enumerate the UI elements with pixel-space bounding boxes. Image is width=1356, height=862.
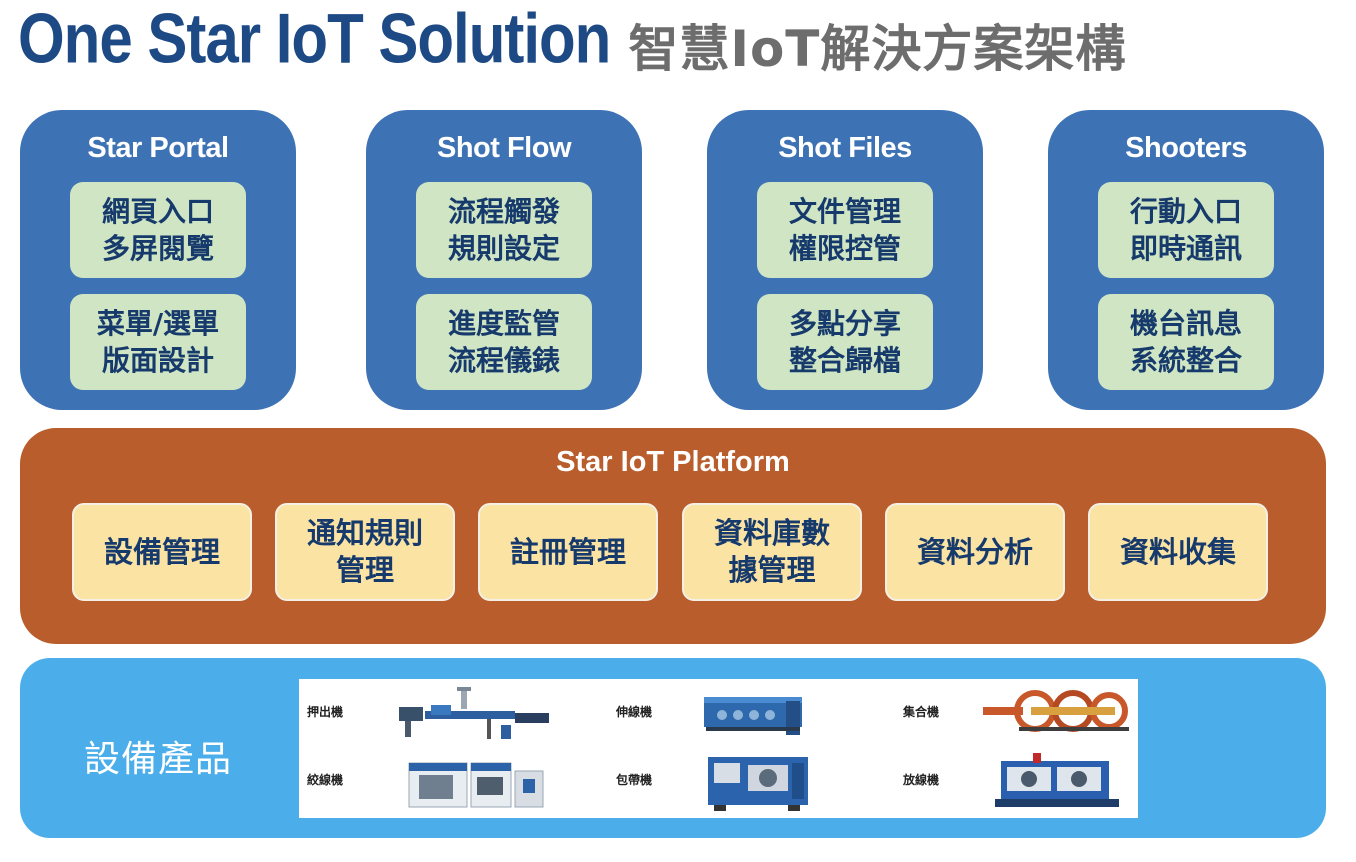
feature-box: 文件管理 權限控管 [757, 182, 933, 278]
machine-label: 放線機 [903, 773, 940, 787]
module-shot-files: Shot Files 文件管理 權限控管 多點分享 整合歸檔 [707, 110, 983, 410]
module-title: Star Portal [87, 132, 229, 164]
module-shooters: Shooters 行動入口 即時通訊 機台訊息 系統整合 [1048, 110, 1324, 410]
products-label: 設備產品 [84, 739, 233, 780]
platform-item: 資料收集 [1088, 503, 1268, 601]
module-title: Shot Flow [436, 132, 572, 164]
page-title: One Star IoT Solution 智慧IoT解決方案架構 [18, 0, 1127, 92]
module-shot-flow: Shot Flow 流程觸發 規則設定 進度監管 流程儀錶 [366, 110, 642, 410]
machine-label: 絞線機 [307, 773, 344, 787]
feature-box: 機台訊息 系統整合 [1098, 294, 1274, 390]
feature-box: 進度監管 流程儀錶 [416, 294, 592, 390]
extruder-machine-icon [399, 687, 549, 739]
module-title: Shooters [1125, 132, 1247, 164]
feature-box: 網頁入口 多屏閱覽 [70, 182, 246, 278]
feature-box: 行動入口 即時通訊 [1098, 182, 1274, 278]
wire-drawing-machine-icon [704, 697, 802, 735]
feature-box: 流程觸發 規則設定 [416, 182, 592, 278]
platform-item: 註冊管理 [478, 503, 658, 601]
platform-title: Star IoT Platform [556, 446, 790, 478]
platform-layer: Star IoT Platform 設備管理 通知規則 管理 註冊管理 資料庫數… [20, 428, 1326, 644]
module-title: Shot Files [778, 132, 912, 164]
platform-item: 資料分析 [885, 503, 1065, 601]
twisting-machine-icon [408, 762, 544, 808]
products-layer: 設備產品 押出機 伸線機 集合機 [20, 658, 1326, 838]
title-main: One Star IoT Solution [18, 0, 611, 78]
pay-off-machine-icon [995, 753, 1119, 807]
feature-box: 菜單/選單 版面設計 [70, 294, 246, 390]
machine-label: 押出機 [307, 705, 344, 719]
machine-label: 集合機 [903, 705, 940, 719]
machine-label: 伸線機 [616, 705, 653, 719]
machine-label: 包帶機 [616, 773, 653, 787]
taping-machine-icon [708, 757, 808, 811]
module-star-portal: Star Portal 網頁入口 多屏閱覽 菜單/選單 版面設計 [20, 110, 296, 410]
feature-box: 多點分享 整合歸檔 [757, 294, 933, 390]
platform-item: 設備管理 [72, 503, 252, 601]
platform-item: 通知規則 管理 [275, 503, 455, 601]
platform-item: 資料庫數 據管理 [682, 503, 862, 601]
machine-panel: 押出機 伸線機 集合機 [299, 679, 1138, 818]
stranding-machine-icon [983, 690, 1129, 732]
title-sub: 智慧IoT解決方案架構 [628, 20, 1127, 78]
